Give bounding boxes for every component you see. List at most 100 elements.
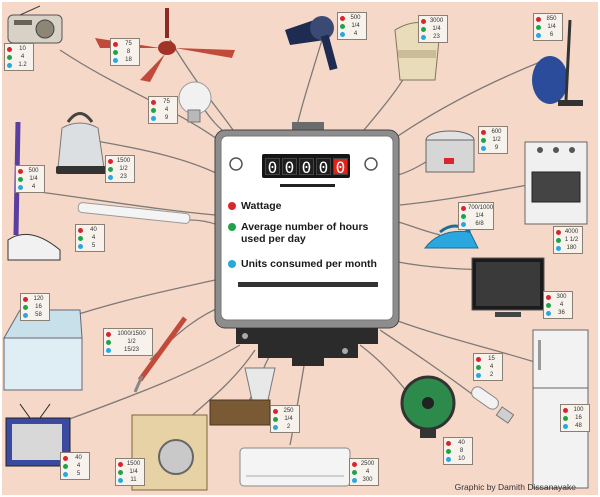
units-value: 1.2 xyxy=(18,62,27,68)
wattage-value: 40 xyxy=(458,440,465,446)
hours-value: 8 xyxy=(459,448,464,454)
wattage-value: 10 xyxy=(19,46,26,52)
wattage-value: 700/1000 xyxy=(468,205,494,211)
legend-wattage: Wattage xyxy=(228,200,281,212)
meter-reading-display: 0 0 0 0 0 xyxy=(262,154,350,178)
wattage-value: 75 xyxy=(125,41,132,47)
units-value: 4 xyxy=(353,31,358,37)
hours-value: 1/4 xyxy=(475,213,484,219)
television-crt-illustration xyxy=(5,403,71,467)
hours-value: 1/4 xyxy=(547,24,556,30)
card-immersion-heater: 1000/1500 1/2 15/23 xyxy=(103,328,153,356)
hours-value: 4 xyxy=(489,364,494,370)
units-value: 15/23 xyxy=(123,347,139,353)
hours-value: 1/4 xyxy=(284,416,293,422)
card-ceiling-fan: 75 8 18 xyxy=(110,38,140,66)
card-electric-cooker: 4000 1 1/2 180 xyxy=(553,226,583,254)
hours-value: 4 xyxy=(91,235,96,241)
hours-value: 16 xyxy=(575,415,582,421)
units-value: 58 xyxy=(35,312,42,318)
radio-illustration xyxy=(7,5,63,44)
wattage-value: 3000 xyxy=(429,18,444,24)
units-value: 300 xyxy=(362,477,373,483)
card-refrigerator: 100 16 48 xyxy=(560,404,590,432)
light-bulb-illustration xyxy=(178,81,212,123)
card-blender: 250 1/4 2 xyxy=(270,405,300,433)
legend-blue-dot xyxy=(228,260,236,268)
units-value: 6/8 xyxy=(475,221,484,227)
vacuum-cleaner-illustration xyxy=(532,19,583,106)
wattage-value: 120 xyxy=(33,296,44,302)
table-fan-illustration xyxy=(400,375,456,438)
units-value: 2 xyxy=(286,424,291,430)
card-iron: 700/1000 1/4 6/8 xyxy=(458,202,494,230)
legend-green-dot xyxy=(228,223,236,231)
wattage-value: 2500 xyxy=(360,461,375,467)
electric-cooker-illustration xyxy=(524,141,588,225)
cfl-bulb-illustration xyxy=(471,386,515,424)
units-value: 10 xyxy=(458,456,465,462)
card-fluorescent-tube: 40 4 5 xyxy=(75,224,105,252)
units-value: 36 xyxy=(558,310,565,316)
blender-illustration xyxy=(209,367,276,426)
card-air-conditioner: 2500 4 300 xyxy=(349,458,379,486)
meter-digit: 0 xyxy=(265,157,280,176)
iron-illustration xyxy=(423,224,479,249)
hours-value: 1/4 xyxy=(432,26,441,32)
fluorescent-tube-illustration xyxy=(77,202,191,224)
hours-value: 1/2 xyxy=(119,166,128,172)
units-value: 48 xyxy=(575,423,582,429)
wattage-value: 300 xyxy=(556,294,567,300)
wattage-value: 250 xyxy=(283,408,294,414)
wattage-value: 500 xyxy=(350,15,361,21)
wattage-value: 100 xyxy=(573,407,584,413)
legend-label: Wattage xyxy=(241,200,282,212)
legend-hours: Average number of hours used per day xyxy=(228,221,378,245)
hours-value: 1/2 xyxy=(492,137,501,143)
hours-value: 4 xyxy=(559,302,564,308)
card-washing-machine: 1500 1/4 11 xyxy=(115,458,145,486)
wattage-value: 40 xyxy=(90,227,97,233)
units-value: 5 xyxy=(91,243,96,249)
legend-label: Units consumed per month xyxy=(241,258,377,270)
hours-value: 4 xyxy=(365,469,370,475)
hours-value: 4 xyxy=(76,463,81,469)
wattage-value: 1000/1500 xyxy=(117,331,146,337)
hours-value: 4 xyxy=(164,107,169,113)
units-value: 4 xyxy=(31,184,36,190)
electricity-meter xyxy=(214,122,400,366)
legend-red-dot xyxy=(228,202,236,210)
units-value: 9 xyxy=(494,145,499,151)
rice-cooker-illustration xyxy=(425,130,475,173)
meter-digit-last: 0 xyxy=(333,157,348,176)
hours-value: 8 xyxy=(126,49,131,55)
wattage-value: 4000 xyxy=(564,229,579,235)
units-value: 180 xyxy=(566,245,577,251)
wattage-value: 600 xyxy=(491,129,502,135)
air-conditioner-illustration xyxy=(239,447,351,487)
hours-value: 4 xyxy=(20,54,25,60)
wattage-value: 15 xyxy=(488,356,495,362)
legend-label: Average number of hours used per day xyxy=(241,221,369,245)
units-value: 5 xyxy=(76,471,81,477)
wattage-value: 500 xyxy=(28,168,39,174)
card-vacuum-cleaner: 850 1/4 6 xyxy=(533,13,563,41)
television-flat-illustration xyxy=(471,257,545,317)
legend-units: Units consumed per month xyxy=(228,258,377,270)
hours-value: 1/2 xyxy=(127,339,136,345)
wattage-value: 1500 xyxy=(116,158,131,164)
card-table-fan: 40 8 10 xyxy=(443,437,473,465)
card-water-heater: 3000 1/4 23 xyxy=(418,15,448,43)
card-light-bulb: 75 4 9 xyxy=(148,96,178,124)
meter-digit: 0 xyxy=(316,157,331,176)
credit-text: Graphic by Damith Dissanayake xyxy=(454,482,576,492)
units-value: 2 xyxy=(489,372,494,378)
units-value: 11 xyxy=(130,477,137,483)
units-value: 9 xyxy=(164,115,169,121)
meter-digit: 0 xyxy=(282,157,297,176)
wattage-value: 1500 xyxy=(126,461,141,467)
card-hair-dryer: 500 1/4 4 xyxy=(337,12,367,40)
card-television-flat: 300 4 36 xyxy=(543,291,573,319)
